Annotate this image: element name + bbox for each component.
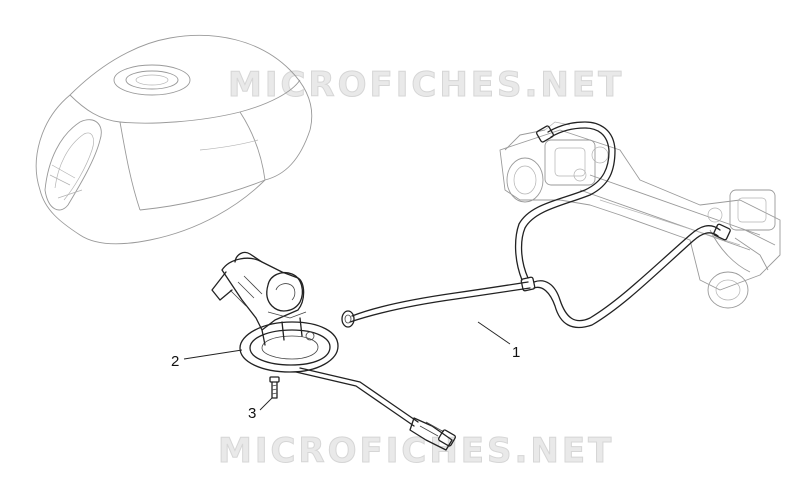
leader-line-3 xyxy=(259,397,273,411)
connector-icon xyxy=(295,367,456,451)
throttle-bodies-icon xyxy=(499,121,781,309)
fuel-tank-icon xyxy=(35,34,313,245)
callout-2: 2 xyxy=(171,353,179,370)
callout-3: 3 xyxy=(248,405,256,422)
watermark-top: MICROFICHES.NET xyxy=(228,65,624,105)
watermark-bottom: MICROFICHES.NET xyxy=(218,431,614,471)
leader-line-2 xyxy=(183,349,243,360)
fuel-pump-icon xyxy=(211,251,339,373)
screw-icon xyxy=(269,376,280,399)
callout-1: 1 xyxy=(512,344,520,361)
leader-line-1 xyxy=(477,321,511,345)
fuel-hose-icon xyxy=(341,121,731,329)
